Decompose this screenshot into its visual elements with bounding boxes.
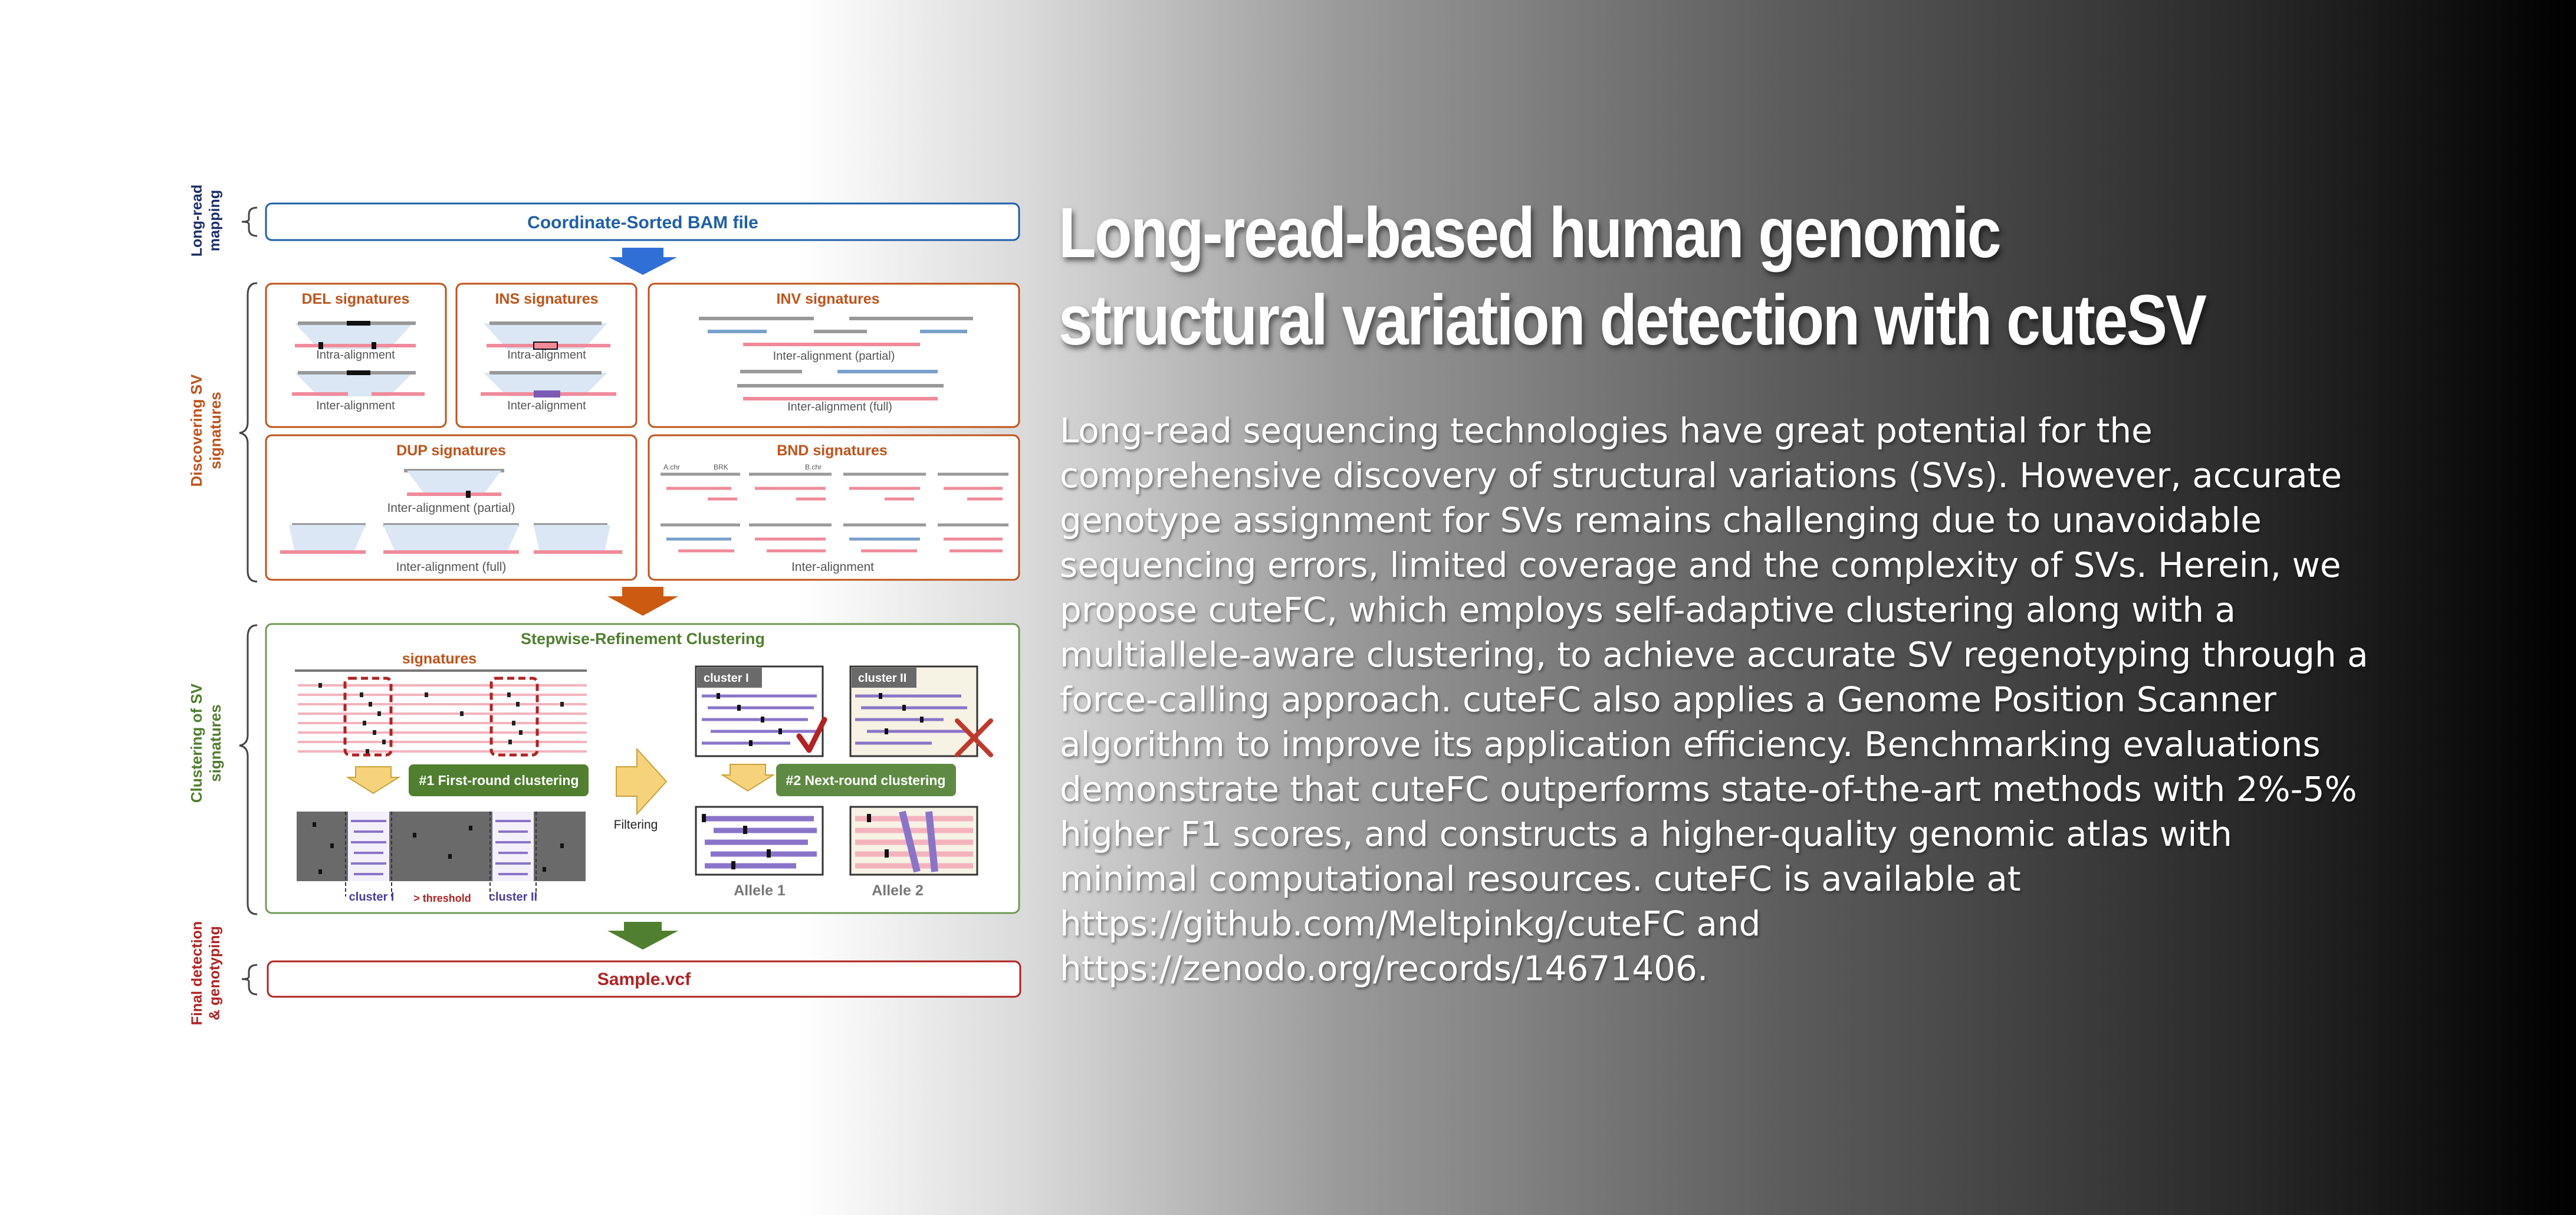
stage-label-final-line1: Final detection [189,921,205,1025]
arrow-down-blue [609,248,677,275]
cross-icon [955,718,993,757]
cluster-2-top-label: cluster II [858,672,906,685]
bam-file-label: Coordinate-Sorted BAM file [527,213,758,232]
ins-signatures-panel: INS signatures Intra-alignment Inter-ali… [455,283,638,428]
allele-1-label: Allele 1 [734,882,786,899]
dup-partial-label: Inter-alignment (partial) [387,501,515,515]
output-file-label: Sample.vcf [597,970,691,989]
stage-brace-mapping [241,206,258,237]
stage-label-discovering: Discovering SV signatures [188,374,224,487]
arrow-down-orange [607,587,678,616]
arrow-down-yellow-1 [346,766,401,794]
inv-full-label: Inter-alignment (full) [787,400,892,413]
next-round-badge [776,764,956,796]
first-round-result [297,812,586,897]
filtering-arrow [616,747,668,816]
stage-label-mapping: Long-read mapping [189,185,223,257]
slide-title: Long-read-based human genomic structural… [1059,192,2207,360]
stage-label-mapping-line1: Long-read [189,185,205,257]
stage-label-clustering-line2: signatures [206,704,224,782]
filtering-label: Filtering [614,818,658,832]
bnd-chr-b-label: B.chr [805,463,822,471]
clustering-signatures-label: signatures [402,651,477,667]
bnd-inter-label: Inter-alignment [791,560,874,574]
next-round-label: #2 Next-round clustering [786,773,946,788]
cutesv-workflow-diagram: Long-read mapping Discovering SV signatu… [188,185,1021,1025]
allele-2-label: Allele 2 [872,882,924,899]
bnd-row-bottom [661,523,1008,553]
stage-label-mapping-line2: mapping [206,190,223,251]
cluster-1-bottom-label: cluster I [349,891,395,904]
check-icon [796,717,827,753]
bnd-chr-a-label: A.chr [663,463,680,471]
signature-cluster-box-1 [343,677,393,757]
allele-2-panel [849,806,978,876]
signature-read-grid [295,669,587,757]
stage-label-discovering-line1: Discovering SV [188,374,205,487]
inv-signatures-panel: INV signatures Inter-alignment (partial)… [648,283,1020,428]
ins-signatures-title: INS signatures [495,291,598,307]
del-inter-label: Inter-alignment [316,399,395,412]
stage-label-clustering-line1: Clustering of SV [188,683,205,803]
stage-label-final-line2: & genotyping [206,926,223,1020]
first-round-badge [409,764,589,796]
inv-signatures-title: INV signatures [776,291,879,307]
clustering-panel: Stepwise-Refinement Clustering signature… [265,623,1020,914]
clustering-title: Stepwise-Refinement Clustering [521,630,765,648]
del-signatures-title: DEL signatures [302,291,410,307]
cluster-2-panel: cluster II [849,665,978,757]
ins-intra-label: Intra-alignment [507,349,586,362]
bnd-row-top: A.chr BRK B.chr [661,463,1008,501]
bnd-signatures-title: BND signatures [777,442,888,459]
cluster-2-bottom-label: cluster II [489,891,537,904]
stage-label-final: Final detection & genotyping [189,921,223,1025]
inv-partial-label: Inter-alignment (partial) [773,350,895,363]
allele-1-panel [695,806,824,876]
arrow-down-green [607,922,678,950]
output-file-box [267,960,1021,998]
ins-inter-label: Inter-alignment [507,399,586,412]
stage-label-clustering: Clustering of SV signatures [188,683,224,803]
bam-file-box [265,202,1020,241]
del-intra-label: Intra-alignment [316,349,395,362]
stage-brace-discovering [239,282,258,583]
dup-signatures-panel: DUP signatures Inter-alignment (partial)… [265,434,638,581]
cluster-1-top-label: cluster I [704,672,749,685]
arrow-down-yellow-2 [720,764,776,792]
del-signatures-panel: DEL signatures Intra-alignment Inter-ali… [265,283,447,428]
bnd-brk-label: BRK [714,463,728,471]
signature-cluster-box-2 [489,677,539,757]
dup-signatures-title: DUP signatures [396,442,506,459]
stage-brace-final [241,964,258,996]
bnd-signatures-panel: BND signatures A.chr BRK B.chr [648,434,1020,581]
first-round-label: #1 First-round clustering [419,773,579,788]
dup-full-label: Inter-alignment (full) [396,560,507,574]
stage-brace-clustering [239,624,258,915]
slide-abstract: Long-read sequencing technologies have g… [1060,411,2368,989]
threshold-label: > threshold [413,892,471,904]
stage-label-discovering-line2: signatures [206,392,224,469]
